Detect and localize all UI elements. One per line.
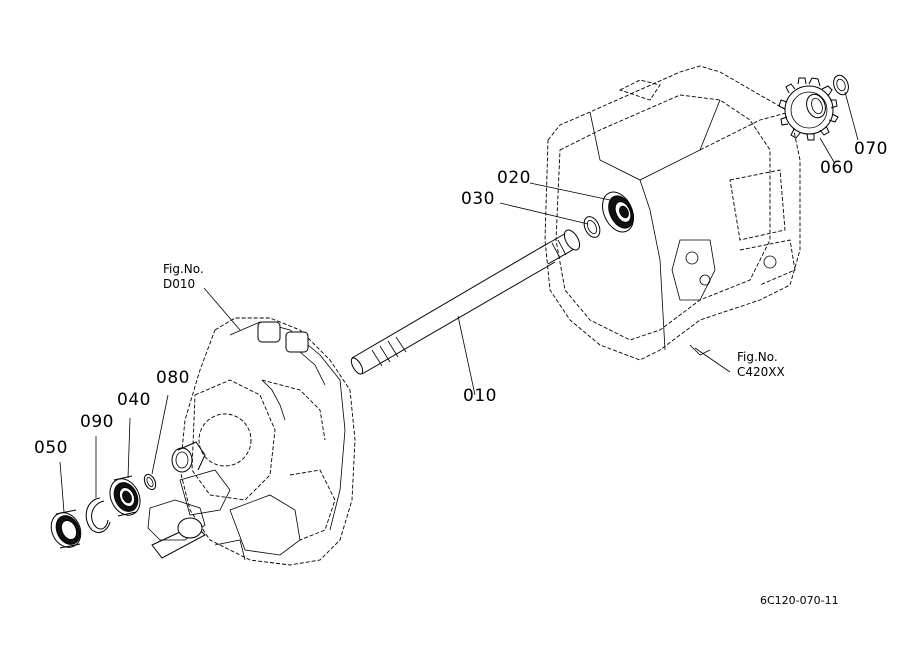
snap-ring-030 xyxy=(583,216,601,238)
callout-060: 060 xyxy=(820,158,854,178)
callout-070: 070 xyxy=(854,139,888,159)
callout-090: 090 xyxy=(80,412,114,432)
gear-060 xyxy=(778,77,839,141)
diagram-part-number: 6C120-070-11 xyxy=(760,594,839,607)
callout-040: 040 xyxy=(117,390,151,410)
callout-050: 050 xyxy=(34,438,68,458)
figure-ref-left-label: Fig.No. xyxy=(163,262,204,276)
figure-ref-left-code: D010 xyxy=(163,277,196,291)
figure-ref-right-code: C420XX xyxy=(737,365,785,379)
oil-seal-050 xyxy=(50,509,82,549)
callout-010: 010 xyxy=(463,386,497,406)
snap-ring-080 xyxy=(143,473,157,491)
callout-030: 030 xyxy=(461,189,495,209)
transmission-case-left xyxy=(147,317,356,566)
transmission-case-right xyxy=(544,65,801,361)
bearing-020 xyxy=(602,191,634,233)
bearing-040 xyxy=(109,475,141,517)
leader-lines xyxy=(59,91,859,513)
callout-080: 080 xyxy=(156,368,190,388)
snap-ring-070 xyxy=(833,74,849,96)
snap-ring-090 xyxy=(85,497,111,533)
figure-ref-right[interactable]: Fig.No. C420XX xyxy=(737,350,785,380)
main-shaft xyxy=(350,229,581,375)
callout-020: 020 xyxy=(497,168,531,188)
figure-ref-left[interactable]: Fig.No. D010 xyxy=(163,262,204,292)
figure-ref-right-label: Fig.No. xyxy=(737,350,778,364)
